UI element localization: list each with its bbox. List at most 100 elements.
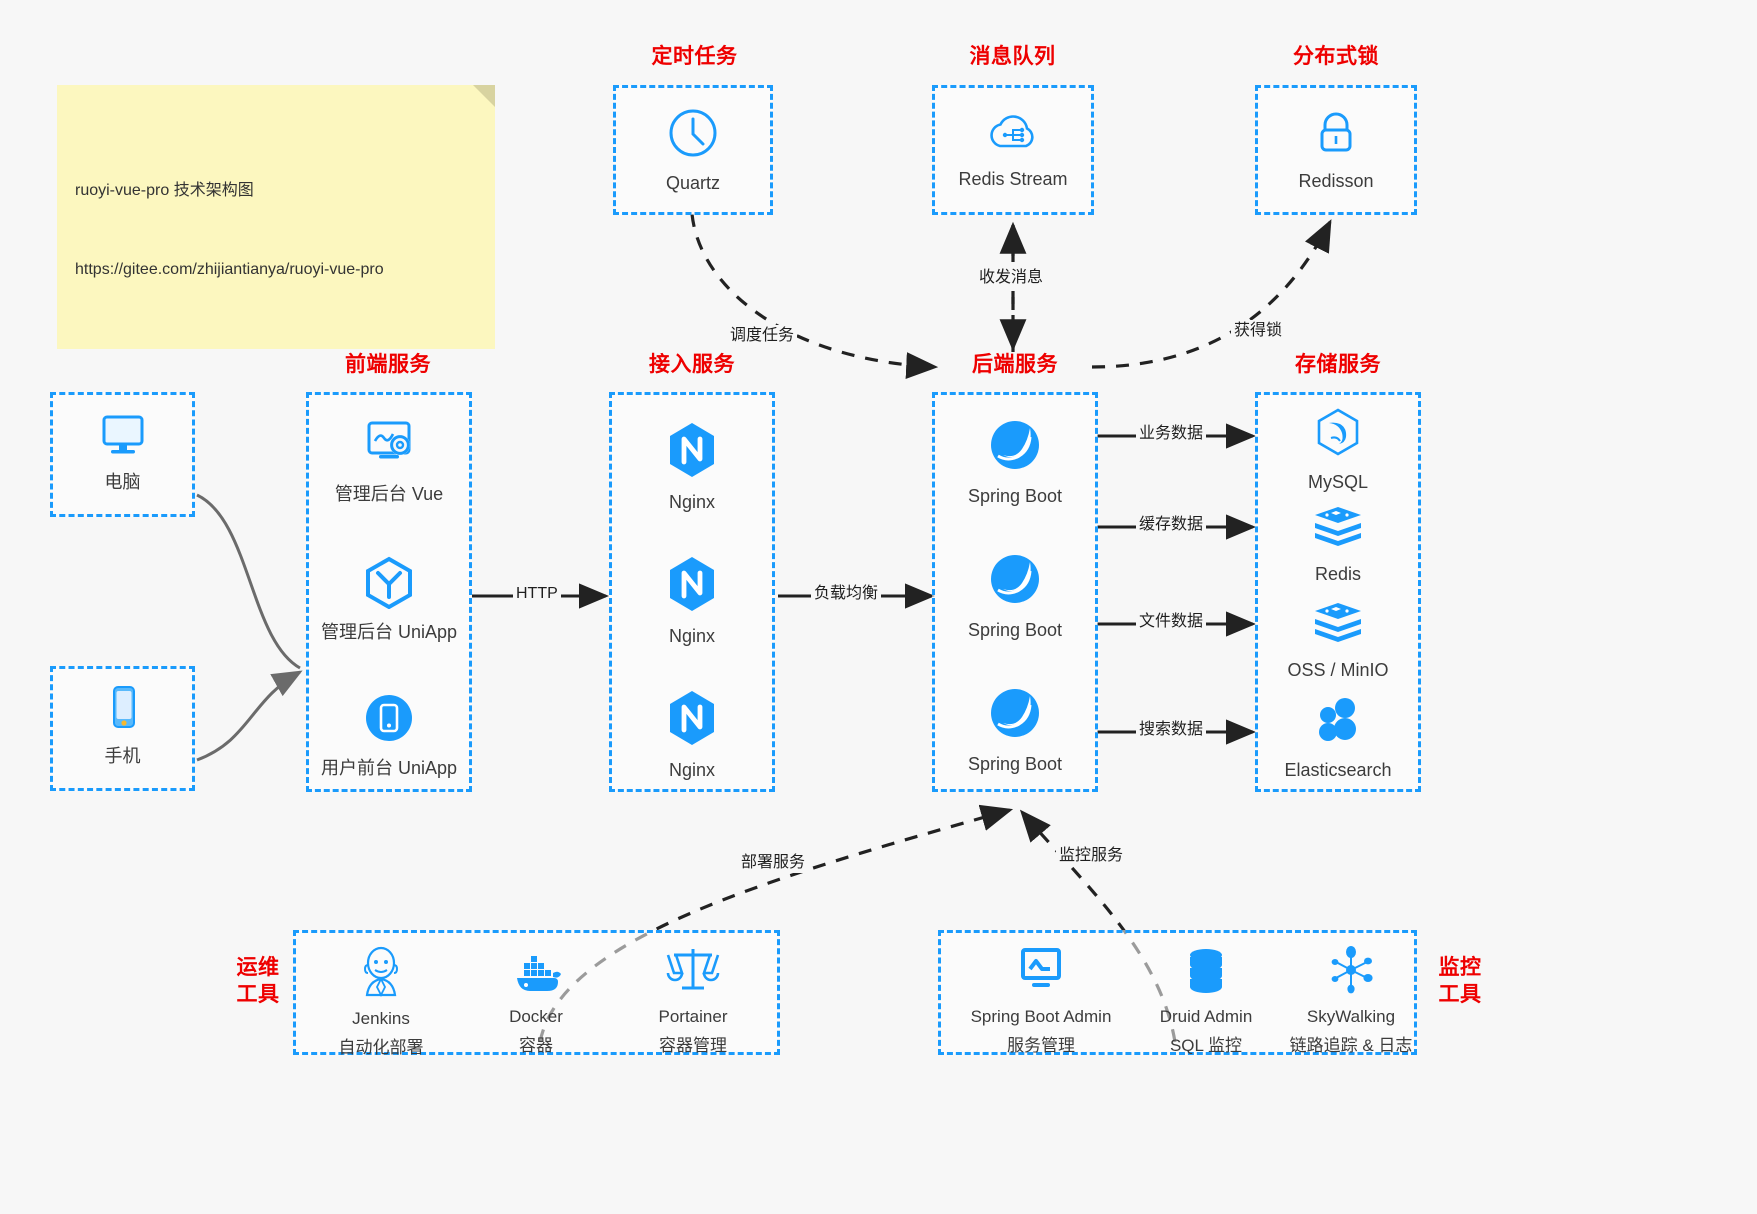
group-monitor-tools: Spring Boot Admin 服务管理 Druid Admin SQL 监… [938,930,1417,1055]
node-label: Nginx [668,626,716,646]
nginx-icon [612,421,772,484]
node-nginx-2[interactable]: Nginx [612,555,772,648]
edge-label-monitor-service: 监控服务 [1056,845,1127,867]
node-spring-boot-3[interactable]: Spring Boot [930,685,1100,776]
node-label: Spring Boot Admin [970,1007,1112,1026]
node-label: Portainer [658,1007,728,1026]
desktop-monitor-icon [53,409,192,464]
edge-label-http: HTTP [513,583,561,605]
node-label: Redis [1314,564,1362,584]
edge-label-business-data: 业务数据 [1136,423,1207,445]
node-spring-boot-2[interactable]: Spring Boot [930,551,1100,642]
node-redis-stream[interactable]: Redis Stream [935,106,1091,191]
group-scheduled-task: Quartz [613,85,773,215]
node-sublabel: 容器管理 [659,1035,727,1055]
node-oss-minio[interactable]: OSS / MinIO [1253,599,1423,682]
node-label: Nginx [668,492,716,512]
caption-backend-service: 后端服务 [972,353,1058,376]
cloud-stream-icon [935,106,1091,161]
node-docker[interactable]: Docker 容器 [461,947,611,1058]
elasticsearch-icon [1253,695,1423,752]
sticky-note: ruoyi-vue-pro 技术架构图 https://gitee.com/zh… [57,85,495,349]
caption-line-2: 工具 [1438,982,1482,1006]
node-label: 管理后台 Vue [334,484,444,504]
database-stack-icon [1131,945,1281,1000]
caption-message-queue: 消息队列 [969,45,1056,68]
spring-boot-icon [930,685,1100,746]
hexagon-cube-icon [302,555,476,614]
group-message-queue: Redis Stream [932,85,1094,215]
jenkins-butler-icon [306,945,456,1002]
node-sublabel: 链路追踪 & 日志 [1289,1035,1413,1055]
node-redisson[interactable]: Redisson [1258,106,1414,193]
node-label: 管理后台 UniApp [320,622,458,642]
nginx-icon [612,689,772,752]
caption-line-1: 监控 [1438,956,1482,979]
caption-devops-tools: 运维 工具 [228,955,288,1009]
docker-whale-icon [461,947,611,1000]
edge-label-deploy-service: 部署服务 [738,852,809,874]
group-backend-service: Spring Boot Spring Boot Spring Boot [932,392,1098,792]
node-label: Nginx [668,760,716,780]
node-label: MySQL [1307,472,1368,492]
dashboard-gear-icon [302,417,476,476]
node-label: Docker [509,1007,563,1026]
skywalking-node-icon [1271,945,1431,1000]
redis-stack-icon [1253,599,1423,652]
mysql-dolphin-icon [1253,407,1423,464]
node-spring-boot-1[interactable]: Spring Boot [930,417,1100,508]
note-title: ruoyi-vue-pro 技术架构图 [75,182,254,200]
caption-scheduled-task: 定时任务 [651,45,738,68]
node-mobile[interactable]: 手机 [53,683,192,768]
node-label: SkyWalking [1306,1007,1396,1026]
node-redis[interactable]: Redis [1253,503,1423,586]
caption-distributed-lock: 分布式锁 [1293,45,1379,68]
edge-label-cache-data: 缓存数据 [1136,514,1207,536]
group-storage-service: MySQL Redis [1255,392,1421,792]
note-url: https://gitee.com/zhijiantianya/ruoyi-vu… [75,261,384,279]
node-nginx-3[interactable]: Nginx [612,689,772,782]
smartphone-icon [53,683,192,738]
monitor-chart-icon [951,945,1131,1000]
node-desktop[interactable]: 电脑 [53,409,192,494]
node-sublabel: SQL 监控 [1169,1035,1243,1055]
caption-monitor-tools: 监控 工具 [1430,955,1490,1009]
group-gateway-service: Nginx Nginx Nginx [609,392,775,792]
node-label: OSS / MinIO [1287,660,1389,680]
caption-storage-service: 存储服务 [1295,353,1381,376]
node-mysql[interactable]: MySQL [1253,407,1423,494]
node-admin-uniapp[interactable]: 管理后台 UniApp [302,555,476,644]
spring-boot-icon [930,551,1100,612]
node-label: Jenkins [352,1009,410,1028]
node-label: Redis Stream [958,169,1068,189]
group-client-mobile: 手机 [50,666,195,791]
node-user-uniapp[interactable]: 用户前台 UniApp [302,691,476,780]
edge-label-send-receive-message: 收发消息 [976,267,1047,289]
node-label: Spring Boot [967,754,1063,774]
node-quartz[interactable]: Quartz [616,106,770,195]
group-distributed-lock: Redisson [1255,85,1417,215]
node-portainer[interactable]: Portainer 容器管理 [618,945,768,1058]
caption-line-2: 工具 [236,982,280,1006]
node-label: Elasticsearch [1284,760,1392,780]
node-label: Spring Boot [967,486,1063,506]
node-nginx-1[interactable]: Nginx [612,421,772,514]
group-devops-tools: Jenkins 自动化部署 Docker 容器 [293,930,780,1058]
node-spring-boot-admin[interactable]: Spring Boot Admin 服务管理 [951,945,1131,1058]
node-label: 手机 [104,746,141,766]
note-fold-corner [473,85,495,107]
caption-frontend-service: 前端服务 [345,353,431,376]
node-label: 电脑 [104,472,141,492]
node-label: 用户前台 UniApp [320,758,458,778]
node-sublabel: 服务管理 [1007,1035,1075,1055]
nginx-icon [612,555,772,618]
node-skywalking[interactable]: SkyWalking 链路追踪 & 日志 [1271,945,1431,1058]
node-jenkins[interactable]: Jenkins 自动化部署 [306,945,456,1060]
node-admin-vue[interactable]: 管理后台 Vue [302,417,476,506]
redis-stack-icon [1253,503,1423,556]
node-druid-admin[interactable]: Druid Admin SQL 监控 [1131,945,1281,1058]
node-label: Quartz [665,173,721,193]
node-elasticsearch[interactable]: Elasticsearch [1253,695,1423,782]
node-label: Spring Boot [967,620,1063,640]
node-sublabel: 容器 [519,1035,553,1055]
